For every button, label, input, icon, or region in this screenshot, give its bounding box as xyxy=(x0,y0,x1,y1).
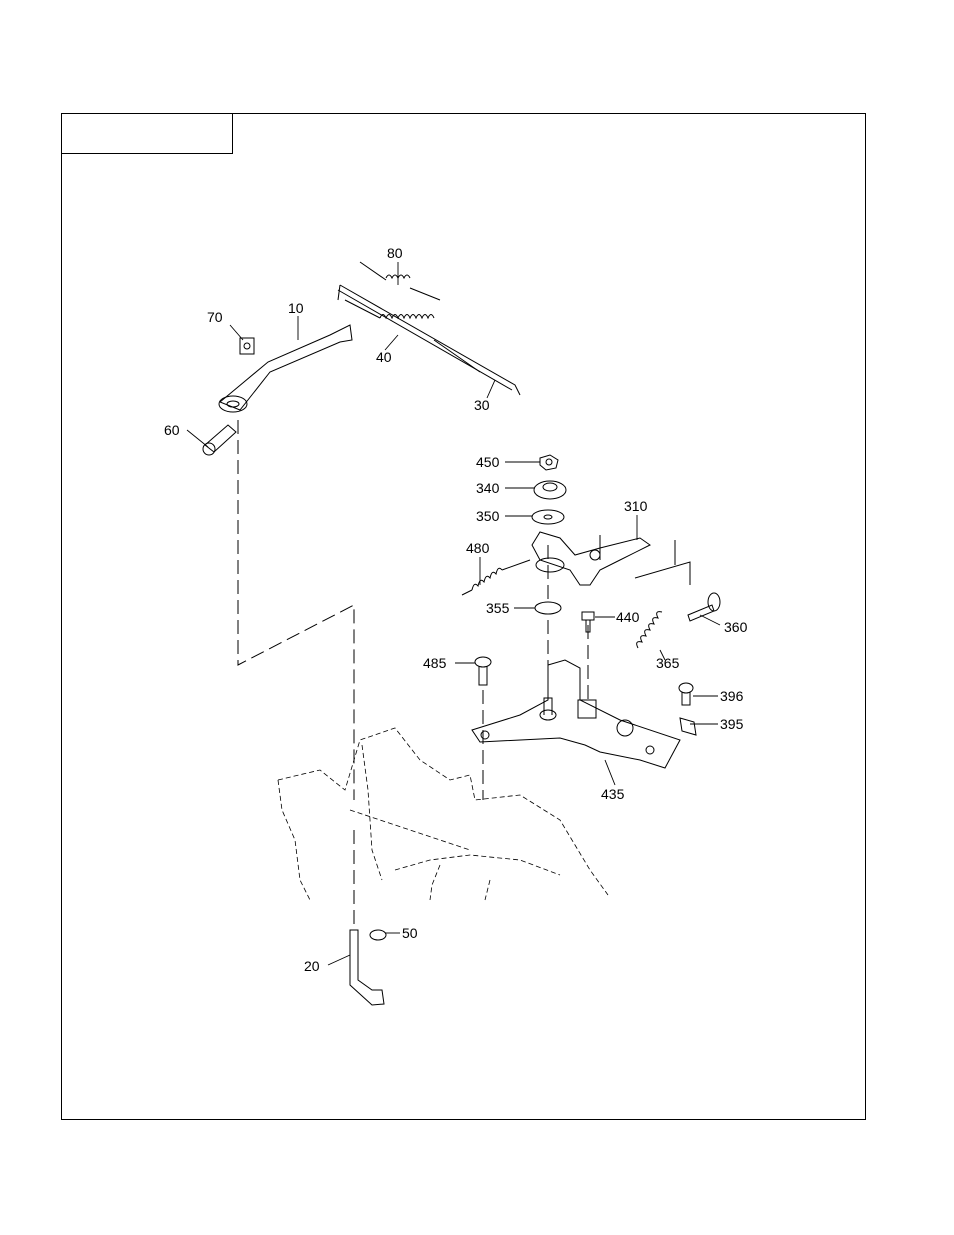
part-label-30: 30 xyxy=(474,397,490,413)
part-365-spring xyxy=(637,612,662,648)
part-label-396: 396 xyxy=(720,688,744,704)
part-label-40: 40 xyxy=(376,349,392,365)
part-60-bolt xyxy=(203,425,236,455)
alignment-lines xyxy=(238,420,588,925)
part-30-rod xyxy=(338,285,520,395)
part-label-440: 440 xyxy=(616,609,640,625)
part-label-340: 340 xyxy=(476,480,500,496)
part-label-480: 480 xyxy=(466,540,490,556)
part-70-nut xyxy=(240,338,254,354)
part-340-washer xyxy=(534,481,566,499)
part-label-310: 310 xyxy=(624,498,648,514)
part-80-spring xyxy=(360,262,440,300)
engine-block-outline xyxy=(278,728,608,900)
part-50-clip xyxy=(370,930,386,940)
part-310-control-plate xyxy=(532,532,690,585)
part-485-bolt xyxy=(475,657,491,685)
part-label-60: 60 xyxy=(164,422,180,438)
part-395-clamp xyxy=(680,718,696,735)
part-355-washer xyxy=(535,602,561,614)
part-label-450: 450 xyxy=(476,454,500,470)
part-20-shaft xyxy=(350,930,384,1005)
part-480-spring xyxy=(462,560,530,595)
part-label-360: 360 xyxy=(724,619,748,635)
part-435-bracket xyxy=(472,660,680,768)
part-450-nut xyxy=(540,455,558,470)
part-label-70: 70 xyxy=(207,309,223,325)
part-label-50: 50 xyxy=(402,925,418,941)
part-10-lever xyxy=(219,325,352,412)
part-label-485: 485 xyxy=(423,655,447,671)
part-label-10: 10 xyxy=(288,300,304,316)
part-label-80: 80 xyxy=(387,245,403,261)
part-40-spring xyxy=(345,300,480,372)
part-label-20: 20 xyxy=(304,958,320,974)
part-label-395: 395 xyxy=(720,716,744,732)
part-label-350: 350 xyxy=(476,508,500,524)
part-label-435: 435 xyxy=(601,786,625,802)
part-396-screw xyxy=(679,683,693,705)
part-label-365: 365 xyxy=(656,655,680,671)
leader-lines xyxy=(187,262,720,965)
part-label-355: 355 xyxy=(486,600,510,616)
part-350-washer xyxy=(532,510,564,524)
